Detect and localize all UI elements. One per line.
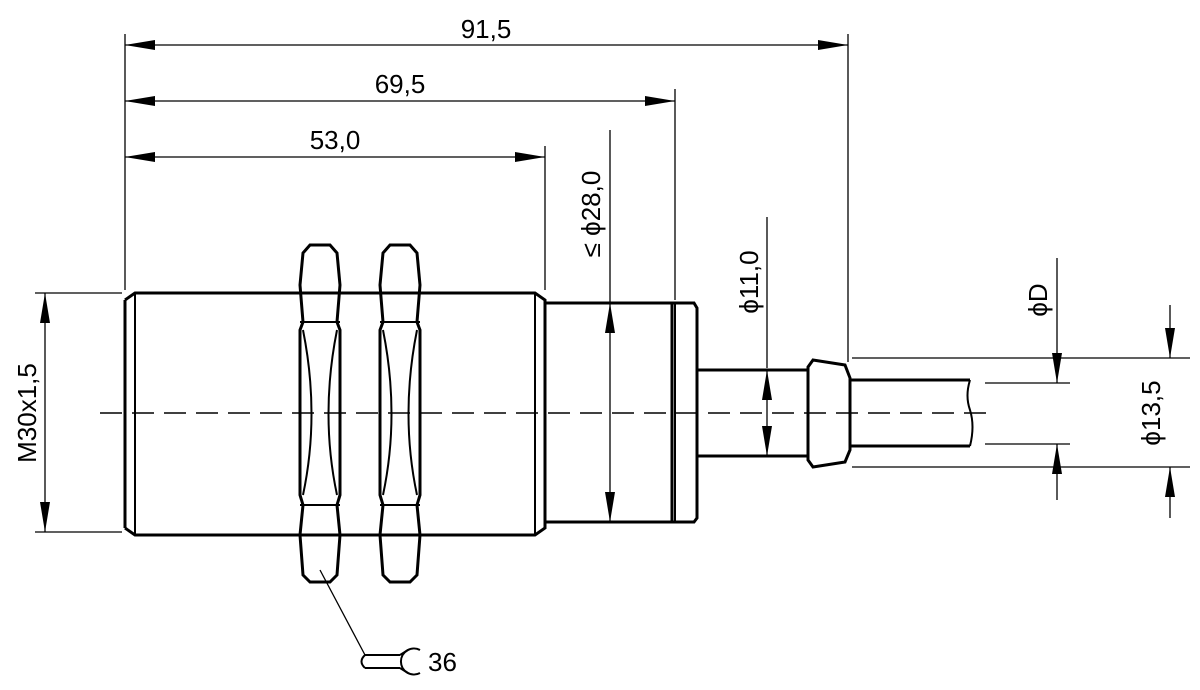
label-thread: M30x1,5: [12, 363, 42, 463]
label-overall-length: 91,5: [461, 14, 512, 44]
label-wrench-size: 36: [428, 647, 457, 677]
wrench-leader: [319, 569, 421, 676]
dimension-28-0: [605, 130, 615, 522]
label-length-to-gland: 69,5: [375, 69, 426, 99]
label-gland-diameter: ϕ11,0: [734, 250, 764, 313]
dimension-69-5: [125, 96, 675, 106]
dimension-91-5: [125, 40, 848, 50]
label-cable-gland-diameter: ϕ13,5: [1136, 380, 1166, 445]
dimension-m30: [40, 293, 50, 532]
cable-gland: [806, 358, 852, 469]
cable-gland-neck: [697, 368, 808, 458]
label-thread-length: 53,0: [310, 125, 361, 155]
threaded-barrel: [123, 291, 547, 537]
label-cable-diameter: ϕD: [1023, 283, 1053, 316]
cable: [850, 378, 974, 448]
dimension-53-0: [125, 152, 545, 162]
extension-lines: [35, 34, 1190, 533]
dimension-13-5: [1165, 328, 1175, 497]
dimension-11-0: [762, 370, 772, 456]
label-max-diameter: ≤ ϕ28,0: [576, 171, 606, 258]
dimension-d: [1052, 353, 1062, 474]
